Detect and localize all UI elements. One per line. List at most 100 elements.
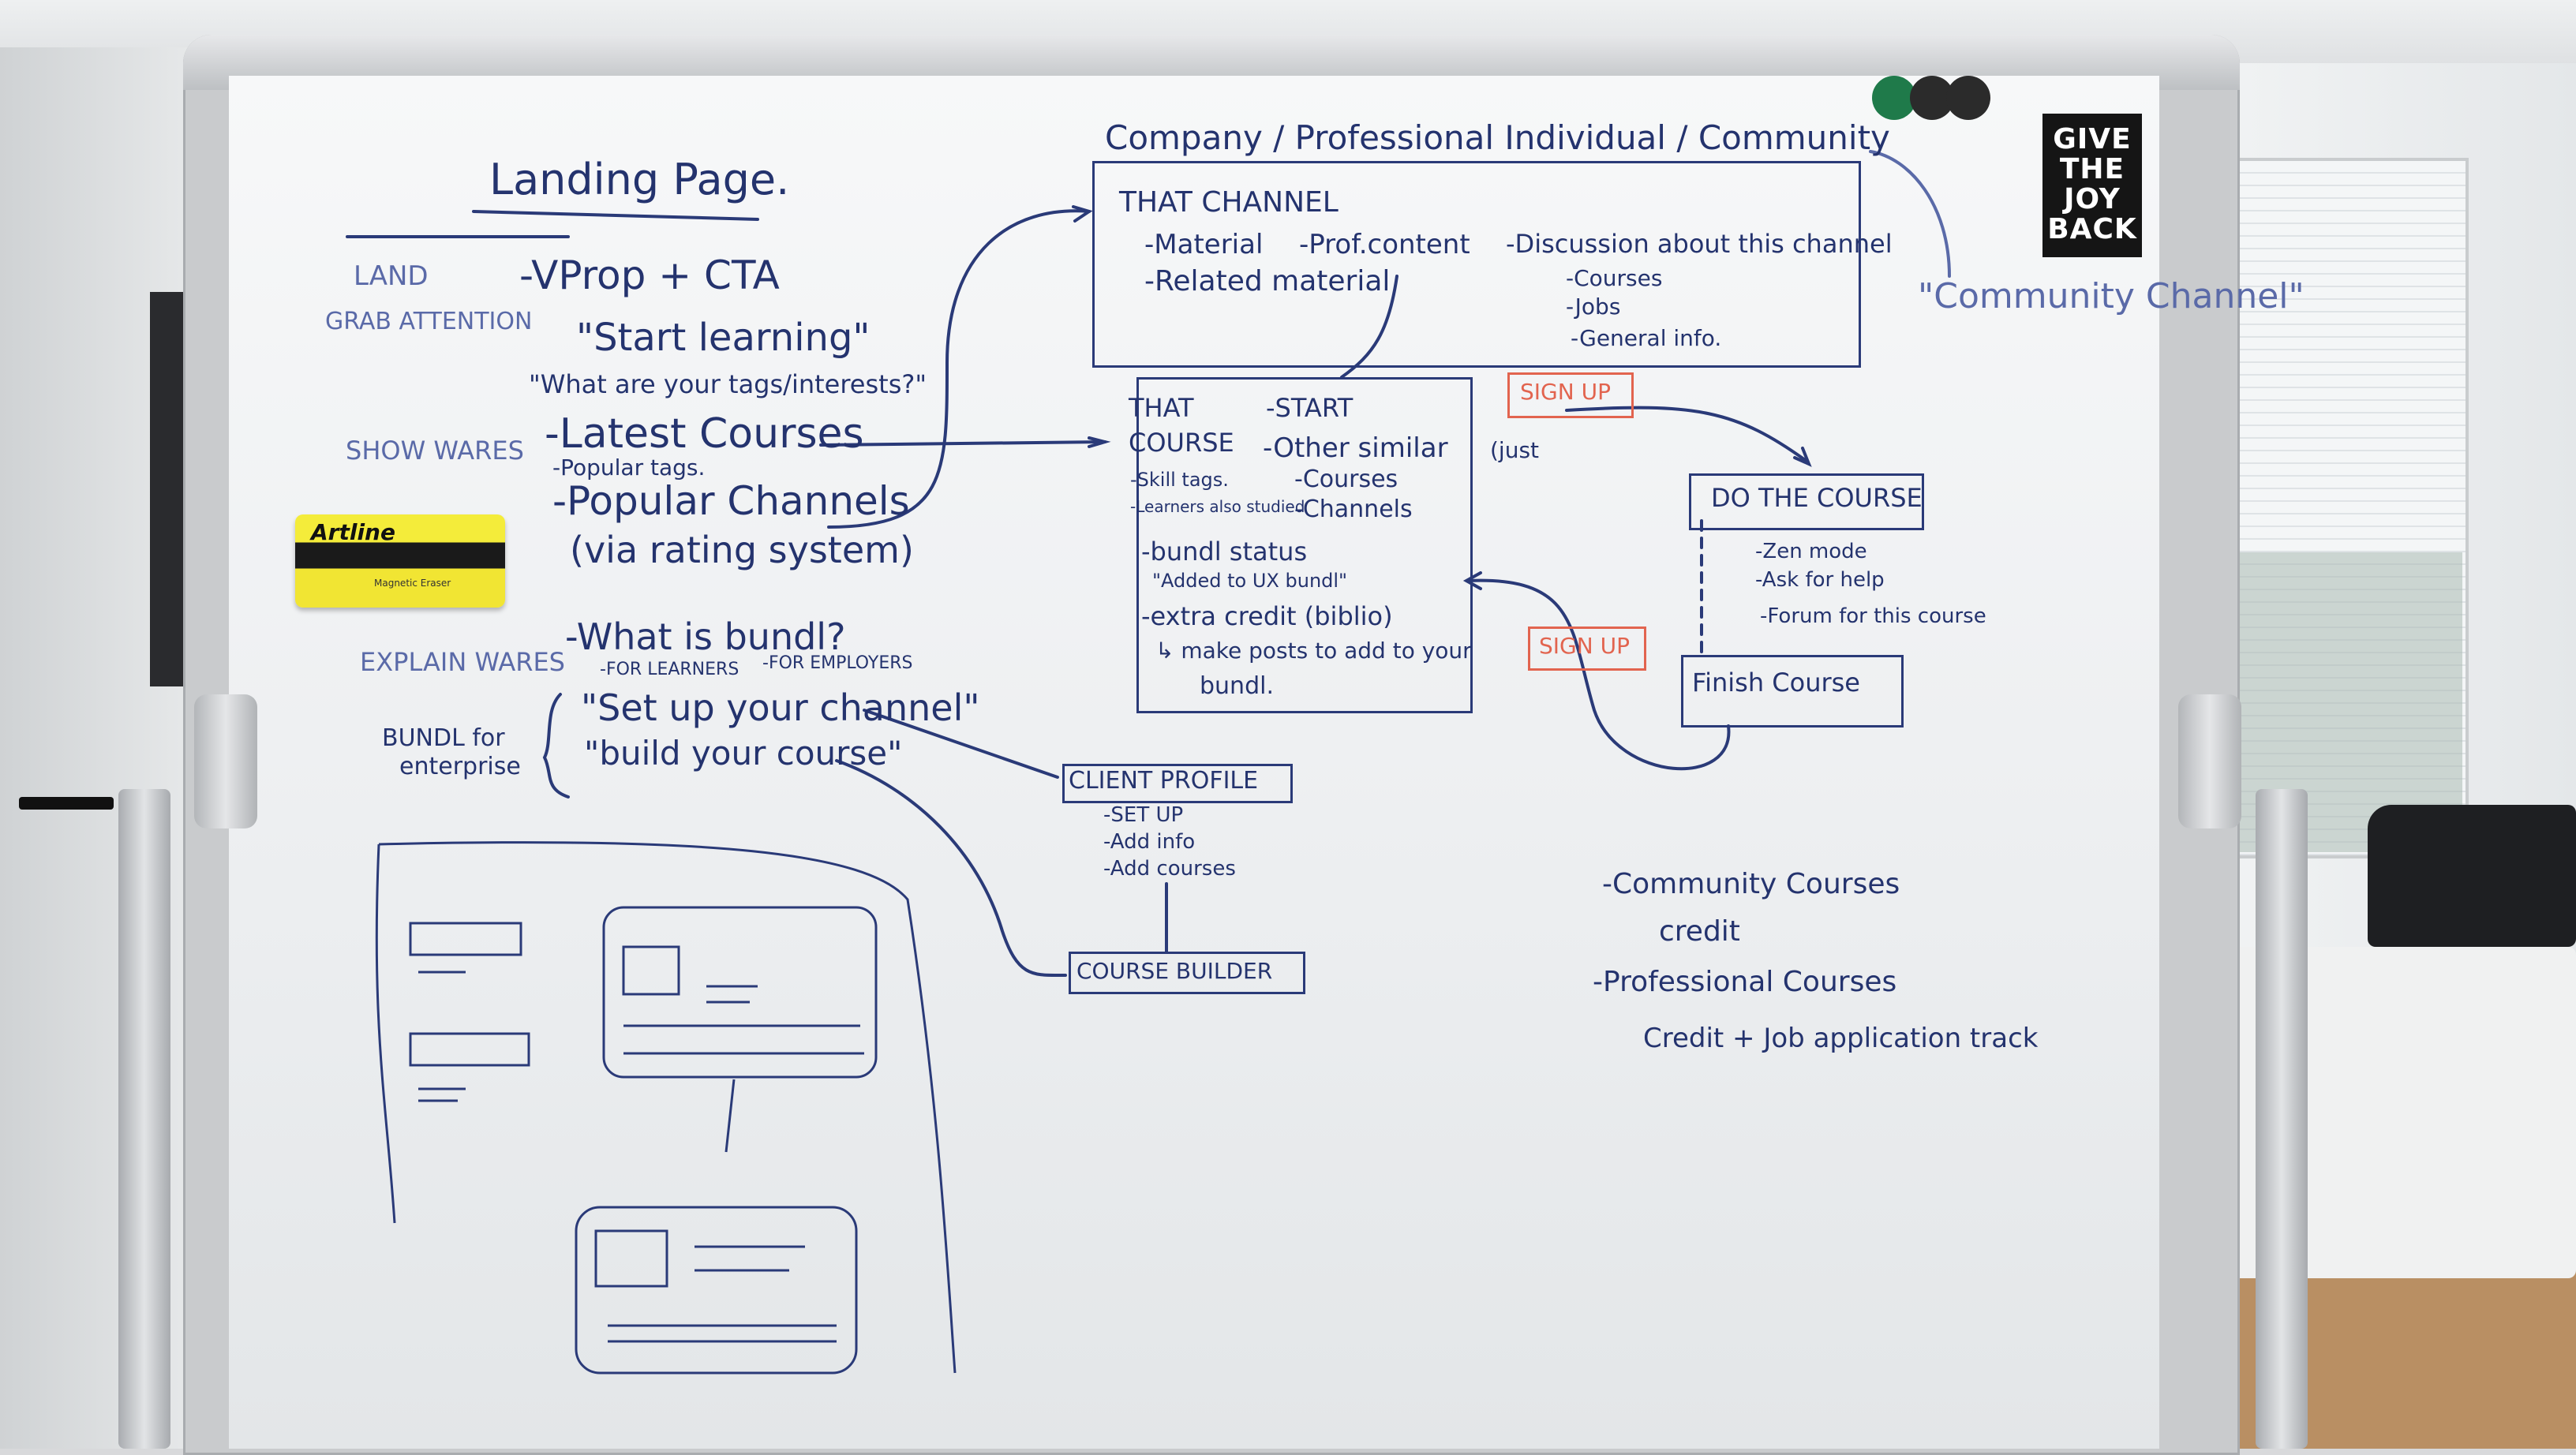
channel-general-info: -General info. [1571,325,1722,351]
marker-pen [19,797,114,810]
give-the-joy-back-sticker: GIVE THE JOY BACK [2042,114,2142,257]
that-channel-title: THAT CHANNEL [1119,186,1339,219]
wireframe-block [409,1032,530,1067]
channel-prof-content: -Prof.content [1299,229,1470,260]
for-employers: -FOR EMPLOYERS [762,653,913,673]
bundl-enterprise: enterprise [399,753,521,780]
label-show-wares: SHOW WARES [346,436,524,466]
profile-add-info: -Add info [1103,830,1196,854]
wireframe-arrow [724,1079,736,1153]
forum-for-course: -Forum for this course [1760,604,1986,628]
arrowhead [1072,205,1093,223]
finish-course: Finish Course [1692,668,1860,698]
arrow-channel-to-profile [863,709,1059,779]
desk [2178,947,2576,1278]
office-chair [2368,805,2576,947]
wireframe-lines [623,985,864,1055]
course-other-similar: -Other similar [1263,432,1448,464]
professional-courses: -Professional Courses [1593,966,1897,998]
what-is-bundl: -What is bundl? [565,615,846,658]
bundl-enterprise: BUNDL for [382,724,505,752]
course-make-posts: bundl. [1200,672,1274,700]
that-course-box [1136,377,1473,713]
that-channel-box [1092,161,1861,368]
label-explain-wares: EXPLAIN WARES [360,647,565,677]
label-land: LAND [354,260,429,292]
arrow-finish-to-course [1466,578,1731,771]
sticker-line: BACK [2047,213,2137,245]
channel-discussion: -Discussion about this channel [1506,229,1893,259]
course-similar-channels: -Channels [1294,496,1413,523]
community-credit: credit [1659,915,1740,948]
for-learners: -FOR LEARNERS [600,660,739,679]
arrow-latest-to-course [819,440,1106,447]
sign-up-box-1 [1507,372,1634,418]
channel-courses: -Courses [1566,265,1663,291]
client-profile-box [1062,764,1293,803]
channel-related-material: -Related material [1144,265,1391,297]
wireframe-block [409,922,522,956]
landing-page-title: Landing Page. [489,155,790,204]
latest-courses: -Latest Courses [545,410,864,458]
wireframe-card-2 [575,1206,858,1375]
wireframe-lines [608,1245,837,1343]
whiteboard-eraser: Artline Magnetic Eraser [295,514,505,608]
label-grab-attention: GRAB ATTENTION [325,308,533,335]
course-similar-courses: -Courses [1294,466,1398,493]
popular-channels: -Popular Channels [552,478,910,524]
wireframe-outline [378,841,957,1374]
course-added-to-bundl: "Added to UX bundl" [1152,570,1348,592]
arrowhead [1462,571,1482,590]
start-learning: "Start learning" [576,316,871,360]
course-learners-also: -Learners also studied [1130,497,1305,516]
course-builder-box [1069,952,1305,994]
brace [542,693,570,799]
arrow-community [1869,150,1951,278]
board-clamp-left [194,694,257,828]
course-extra-credit: -extra credit (biblio) [1141,601,1393,631]
sticker-line: GIVE [2053,123,2132,155]
arrow-build-to-builder [835,759,1067,978]
ask-for-help: -Ask for help [1755,568,1885,592]
that-course-title: THAT [1129,393,1194,423]
do-the-course: DO THE COURSE [1711,483,1923,513]
course-start: -START [1266,393,1354,423]
course-bundl-status: -bundl status [1141,537,1308,567]
stand-leg-left [118,789,170,1449]
via-rating-system: (via rating system) [570,529,914,571]
whiteboard-surface [229,76,2159,1449]
sign-up-label-2: SIGN UP [1539,633,1630,659]
profile-set-up: -SET UP [1103,803,1184,827]
stand-leg-right [2256,789,2308,1449]
do-the-course-box [1689,473,1924,530]
credit-job-track: Credit + Job application track [1643,1023,2039,1054]
arrowhead [1088,436,1111,448]
client-profile: CLIENT PROFILE [1069,767,1259,795]
wireframe-thumb-2 [594,1229,668,1288]
wireframe-card [602,906,878,1079]
magnet-black [1946,76,1990,120]
eraser-label: Magnetic Eraser [374,578,451,589]
that-course-title: COURSE [1129,428,1234,458]
sticker-line: THE [2059,153,2125,185]
community-channel-note: "Community Channel" [1918,276,2305,316]
arrow-signup-to-do [1565,406,1809,463]
arrow-channel-to-course [1340,275,1398,379]
arrowhead [1793,447,1812,467]
course-skill-tags: -Skill tags. [1130,469,1229,491]
just-note: (just [1490,437,1540,463]
arrow-channels-to-channel [827,209,1091,529]
finish-course-box [1681,655,1904,728]
profile-add-courses: -Add courses [1103,857,1236,881]
zen-mode: -Zen mode [1755,540,1867,563]
underline-landing-page [472,210,759,221]
build-your-course: "build your course" [584,734,903,772]
wireframe-sketches [375,841,957,1375]
sign-up-label-1: SIGN UP [1520,379,1611,405]
channel-material: -Material [1144,229,1264,260]
eraser-brand: Artline [311,519,395,545]
wireframe-lines [418,971,466,1102]
community-courses: -Community Courses [1602,868,1900,900]
